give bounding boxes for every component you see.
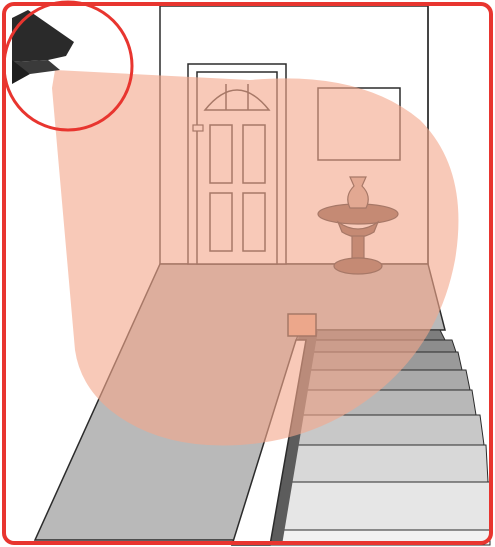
illustration xyxy=(0,0,495,547)
hallway-scene xyxy=(0,0,495,547)
